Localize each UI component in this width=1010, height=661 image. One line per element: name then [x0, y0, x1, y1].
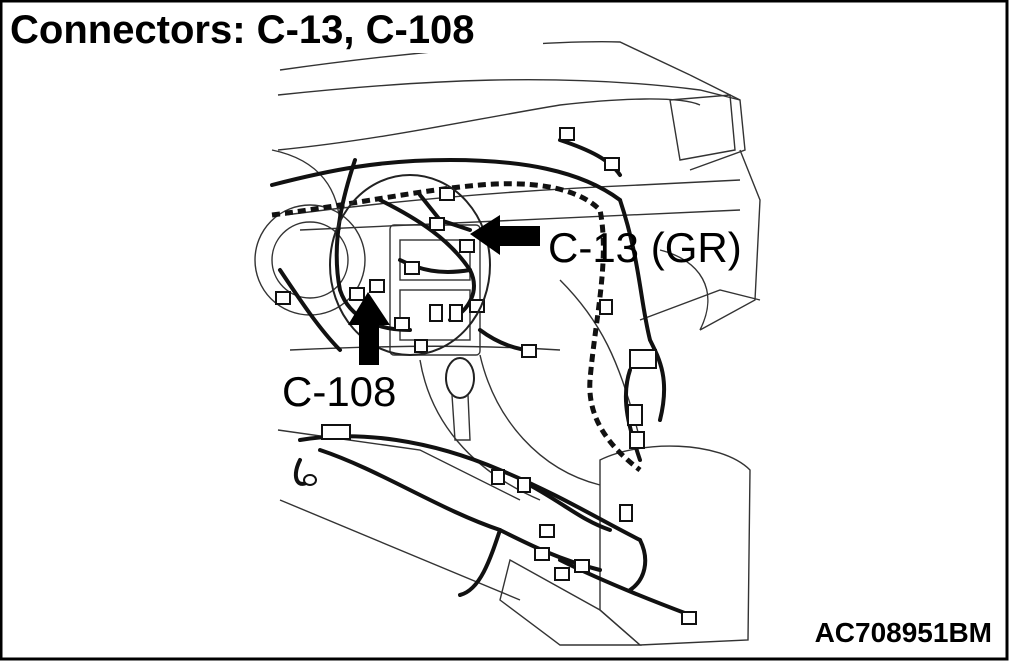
c108-arrow [348, 292, 390, 365]
callout-c13: C-13 (GR) [548, 224, 742, 271]
callout-c108: C-108 [282, 368, 396, 415]
highlight-ellipse [329, 174, 491, 356]
c13-arrow [470, 215, 540, 255]
figure-id: AC708951BM [815, 617, 992, 648]
diagram-title: Connectors: C-13, C-108 [10, 8, 475, 52]
wiring-harness [270, 138, 692, 617]
title-backing [3, 3, 543, 53]
connectors [275, 127, 697, 625]
